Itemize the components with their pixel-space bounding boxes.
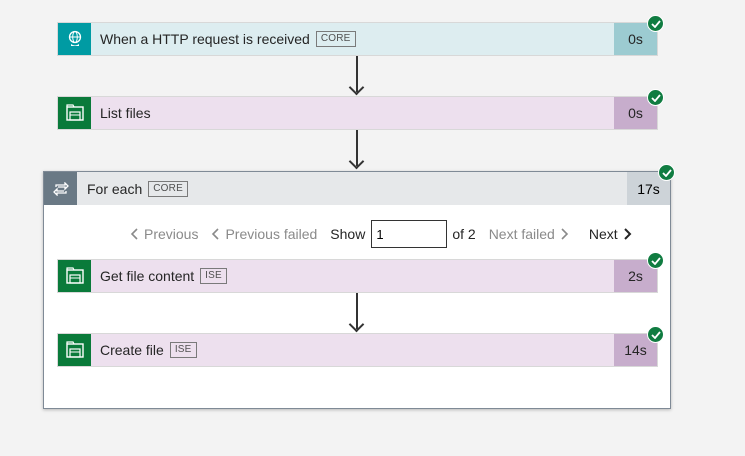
sharepoint-folder-icon bbox=[58, 260, 91, 292]
next-failed-button[interactable]: Next failed bbox=[489, 226, 569, 242]
step-title-text: Create file bbox=[100, 342, 164, 358]
chevron-right-icon bbox=[623, 228, 632, 240]
previous-failed-button[interactable]: Previous failed bbox=[211, 226, 317, 242]
ise-tag: ISE bbox=[169, 342, 197, 358]
chevron-left-icon bbox=[130, 228, 138, 240]
next-label: Next bbox=[588, 226, 618, 242]
previous-button[interactable]: Previous bbox=[130, 226, 198, 242]
iteration-pager: Previous Previous failed Show of 2 Next … bbox=[130, 220, 632, 248]
chevron-right-icon bbox=[561, 228, 568, 240]
for-each-header[interactable]: For each CORE 17s bbox=[44, 172, 670, 205]
next-button[interactable]: Next bbox=[589, 226, 632, 242]
step-duration: 2s bbox=[614, 260, 657, 292]
step-title-text: For each bbox=[87, 180, 143, 197]
step-title-text: List files bbox=[100, 105, 151, 121]
globe-hand-icon bbox=[58, 23, 91, 55]
step-create-file[interactable]: Create file ISE 14s bbox=[57, 333, 658, 367]
sharepoint-folder-icon bbox=[58, 334, 91, 366]
loop-icon bbox=[44, 172, 77, 205]
ise-tag: ISE bbox=[200, 268, 227, 284]
connector-arrow bbox=[356, 130, 358, 166]
success-checkmark-icon bbox=[647, 15, 664, 32]
sharepoint-folder-icon bbox=[58, 97, 91, 129]
iteration-input[interactable] bbox=[371, 220, 448, 248]
step-title: List files bbox=[91, 97, 614, 129]
success-checkmark-icon bbox=[647, 89, 664, 106]
show-label: Show bbox=[330, 226, 366, 242]
step-title: Get file content ISE bbox=[91, 260, 614, 292]
chevron-left-icon bbox=[212, 228, 220, 240]
step-title: For each CORE bbox=[77, 172, 627, 205]
success-checkmark-icon bbox=[647, 326, 664, 343]
connector-arrow bbox=[356, 293, 358, 329]
step-title: When a HTTP request is received CORE bbox=[91, 23, 614, 55]
step-title: Create file ISE bbox=[91, 334, 614, 366]
arrow-head-icon bbox=[348, 153, 365, 170]
step-list-files[interactable]: List files 0s bbox=[57, 96, 658, 130]
step-get-file-content[interactable]: Get file content ISE 2s bbox=[57, 259, 658, 293]
arrow-head-icon bbox=[348, 79, 365, 96]
core-tag: CORE bbox=[148, 180, 188, 197]
next-failed-label: Next failed bbox=[488, 226, 555, 242]
previous-failed-label: Previous failed bbox=[225, 226, 318, 242]
step-title-text: When a HTTP request is received bbox=[100, 31, 310, 47]
success-checkmark-icon bbox=[658, 164, 675, 181]
previous-label: Previous bbox=[144, 226, 199, 242]
connector-arrow bbox=[356, 56, 358, 92]
of-total-label: of 2 bbox=[452, 226, 476, 242]
step-http-trigger[interactable]: When a HTTP request is received CORE 0s bbox=[57, 22, 658, 56]
step-title-text: Get file content bbox=[100, 268, 195, 284]
success-checkmark-icon bbox=[647, 252, 664, 269]
core-tag: CORE bbox=[315, 31, 356, 47]
